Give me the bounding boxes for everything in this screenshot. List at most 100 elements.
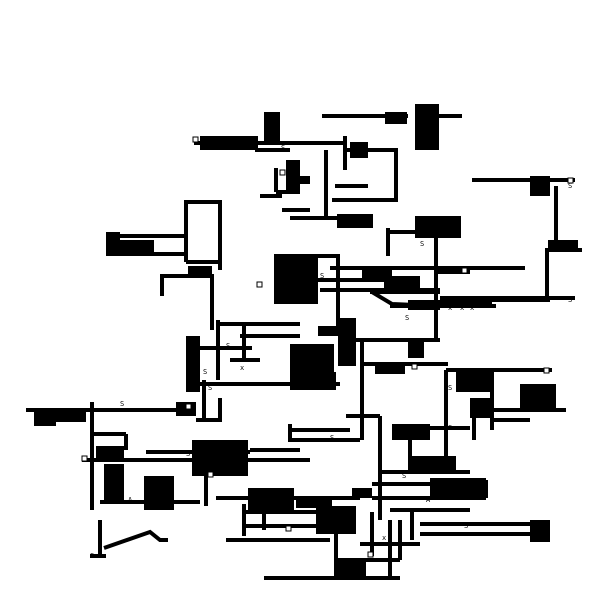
wall-h [438,114,462,118]
wall-v [218,202,222,270]
filled-room [415,104,439,150]
wall-v [160,276,164,296]
wall-h [290,438,360,442]
door-marker [285,525,292,532]
door-marker [367,551,374,558]
filled-room [296,266,316,276]
filled-room [186,336,200,392]
filled-room [274,256,318,304]
blocked-marker: x [330,346,334,354]
filled-room [440,296,492,308]
start-marker: S [448,424,452,432]
filled-room [318,326,348,336]
wall-h [92,432,126,436]
filled-room [104,464,124,500]
wall-h [346,414,380,418]
filled-room [456,372,492,392]
start-marker: S [120,400,124,408]
wall-v [370,512,374,556]
filled-room [384,276,420,294]
filled-room [248,488,294,512]
filled-room [385,112,407,124]
wall-v [218,398,222,420]
filled-room [548,240,578,252]
wall-h [86,408,190,412]
blocked-marker: x [360,152,364,160]
wall-h [255,148,290,152]
wall-h [344,558,400,562]
wall-h [218,322,300,326]
start-marker: S [448,384,452,392]
blocked-marker: x [570,240,574,248]
filled-room [352,488,372,498]
filled-room [530,520,550,542]
wall-v [262,510,266,530]
wall-v [288,424,292,442]
wall-h [260,194,282,198]
wall-h [436,270,470,274]
filled-room [192,440,248,476]
filled-room [408,340,424,358]
wall-v [554,186,558,250]
wall-v [398,520,402,560]
wall-h [420,522,548,526]
door-marker [411,363,418,370]
start-marker: S [203,368,207,376]
blocked-marker: x [470,304,474,312]
filled-room [392,424,430,440]
wall-h [392,426,470,430]
door-marker [543,367,550,374]
door-marker [192,136,199,143]
wall-v [394,150,398,200]
filled-room [316,506,356,534]
filled-room [200,136,258,150]
blocked-marker: x [460,304,464,312]
filled-room [412,456,456,470]
filled-room [290,344,334,372]
wall-h [106,252,186,256]
wall-h [186,260,222,264]
filled-room [362,270,392,280]
filled-room [264,112,280,142]
door-marker [81,455,88,462]
wall-h [226,538,330,542]
diagonal-corridor [103,529,168,550]
wall-h [322,114,408,118]
wall-h [492,418,530,422]
wall-v [360,340,364,440]
start-marker: S [208,384,212,392]
filled-room [350,142,368,158]
start-marker: S [90,552,94,560]
wall-h [446,368,552,372]
filled-room [286,160,300,190]
wall-h [200,382,340,386]
filled-room [336,558,366,578]
wall-v [90,402,94,510]
filled-room [106,232,120,254]
filled-room [415,216,461,238]
blocked-marker: x [352,144,356,152]
start-marker: S [112,248,116,256]
start-marker: S [320,272,324,280]
filled-room [470,398,494,418]
wall-h [372,496,486,500]
wall-h [240,334,300,338]
wall-v [124,434,128,450]
wall-h [492,408,566,412]
wall-v [242,504,246,536]
wall-h [330,266,525,270]
wall-v [202,380,206,420]
wall-h [332,198,398,202]
filled-room [338,318,356,366]
wall-h [106,234,186,238]
wall-v [334,530,338,578]
end-marker: A [128,496,133,504]
wall-h [335,184,368,188]
wall-h [380,470,470,474]
wall-h [444,298,550,302]
filled-room [375,362,405,374]
wall-v [378,416,382,520]
filled-room [56,408,86,422]
wall-h [250,448,300,452]
wall-v [242,324,246,360]
